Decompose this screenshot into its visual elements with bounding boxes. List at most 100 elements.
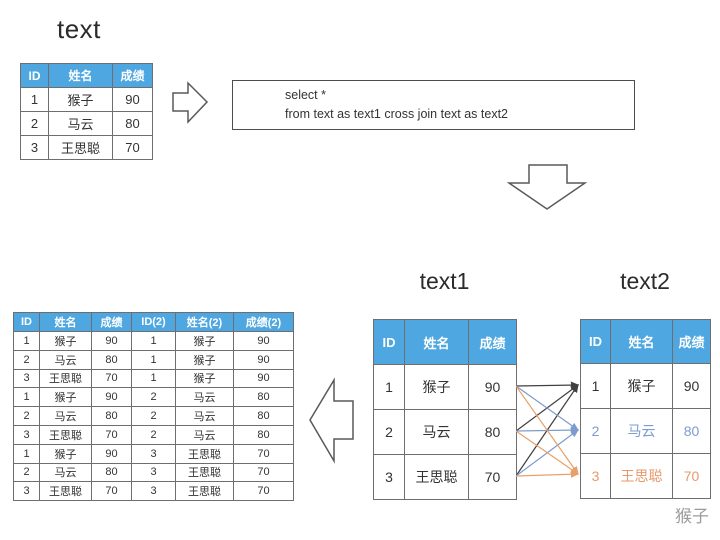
source-table-header-row: ID 姓名 成绩: [20, 63, 153, 88]
text2-table-title: text2: [620, 268, 670, 294]
cell: 1: [13, 443, 40, 464]
table-row: 3 王思聪 70: [20, 135, 153, 160]
cell: 2: [131, 387, 176, 408]
cell: 1: [13, 387, 40, 408]
cell: 王思聪: [404, 454, 469, 500]
cell: 2: [13, 406, 40, 426]
result-table-header-row: ID 姓名 成绩 ID(2) 姓名(2) 成绩(2): [13, 312, 294, 332]
cell: 70: [468, 454, 517, 500]
column-header-score: 成绩: [112, 63, 153, 88]
cell: 猴子: [48, 87, 113, 112]
watermark: 猴子: [675, 507, 709, 526]
table-row: 3 王思聪 70 3 王思聪 70: [13, 481, 294, 502]
column-header-name: 姓名: [610, 319, 673, 364]
cell: 80: [233, 424, 294, 445]
cell: 王思聪: [48, 135, 113, 160]
cell: 1: [373, 364, 405, 410]
cell: 2: [20, 111, 49, 136]
cell: 70: [91, 481, 132, 502]
cell: 90: [672, 363, 711, 409]
cell: 70: [233, 443, 294, 464]
cell: 70: [91, 424, 132, 445]
column-header-id: ID: [20, 63, 49, 88]
table-row: 1 猴子 90 1 猴子 90: [13, 331, 294, 351]
table-row: 1 猴子 90: [373, 364, 517, 410]
cell: 2: [13, 349, 40, 370]
column-header-score: 成绩: [468, 319, 517, 365]
text1-table-title: text1: [419, 268, 470, 294]
cell: 90: [468, 364, 517, 410]
cell: 王思聪: [39, 368, 92, 389]
cell: 80: [468, 409, 517, 455]
column-header-id: ID: [373, 319, 405, 365]
cell: 80: [91, 349, 132, 370]
cell: 3: [131, 443, 176, 464]
cell: 90: [91, 443, 132, 464]
cell: 80: [233, 387, 294, 408]
sql-statement-box: select * from text as text1 cross join t…: [232, 80, 635, 130]
source-table: ID 姓名 成绩 1 猴子 90 2 马云 80 3 王思聪 70: [20, 63, 153, 160]
cell: 90: [112, 87, 153, 112]
column-header-name: 姓名: [39, 312, 92, 332]
cell: 1: [20, 87, 49, 112]
cell: 70: [233, 481, 294, 502]
column-header-score: 成绩: [91, 312, 132, 332]
cell: 3: [13, 481, 40, 502]
column-header-id2: ID(2): [131, 312, 176, 332]
text2-table: ID 姓名 成绩 1 猴子 90 2 马云 80 3 王思聪 70: [580, 319, 711, 499]
arrow-down-icon: [507, 164, 587, 210]
cell: 猴子: [610, 363, 673, 409]
cell: 1: [131, 331, 176, 351]
cell: 马云: [39, 406, 92, 426]
cell: 70: [672, 453, 711, 499]
text1-table: ID 姓名 成绩 1 猴子 90 2 马云 80 3 王思聪 70: [373, 319, 517, 500]
table-row: 1 猴子 90: [20, 87, 153, 112]
cell: 2: [131, 406, 176, 426]
column-header-score2: 成绩(2): [233, 312, 294, 332]
cell: 3: [580, 453, 611, 499]
cell: 马云: [610, 408, 673, 454]
table-row: 3 王思聪 70: [580, 453, 711, 499]
text2-table-header-row: ID 姓名 成绩: [580, 319, 711, 364]
text1-table-header-row: ID 姓名 成绩: [373, 319, 517, 365]
column-header-score: 成绩: [672, 319, 711, 364]
column-header-name: 姓名: [404, 319, 469, 365]
cell: 2: [373, 409, 405, 455]
cell: 2: [131, 424, 176, 445]
cell: 90: [91, 387, 132, 408]
cell: 马云: [39, 349, 92, 370]
cell: 马云: [39, 462, 92, 483]
cell: 70: [112, 135, 153, 160]
cell: 3: [13, 368, 40, 389]
cell: 1: [580, 363, 611, 409]
cell: 马云: [175, 424, 234, 445]
column-header-id: ID: [13, 312, 40, 332]
table-row: 1 猴子 90 3 王思聪 70: [13, 443, 294, 464]
cell: 猴子: [39, 331, 92, 351]
result-table: ID 姓名 成绩 ID(2) 姓名(2) 成绩(2) 1 猴子 90 1 猴子 …: [13, 312, 294, 502]
cell: 王思聪: [39, 424, 92, 445]
arrow-left-icon: [309, 377, 354, 464]
table-row: 1 猴子 90: [580, 363, 711, 409]
cell: 马云: [175, 406, 234, 426]
cell: 王思聪: [39, 481, 92, 502]
cell: 王思聪: [610, 453, 673, 499]
sql-line-1: select *: [285, 88, 326, 102]
cell: 3: [373, 454, 405, 500]
cell: 马云: [404, 409, 469, 455]
cell: 1: [13, 331, 40, 351]
cell: 80: [91, 462, 132, 483]
table-row: 2 马云 80 1 猴子 90: [13, 349, 294, 370]
cell: 王思聪: [175, 462, 234, 483]
cell: 80: [112, 111, 153, 136]
cell: 90: [233, 331, 294, 351]
cell: 80: [233, 406, 294, 426]
cell: 1: [131, 368, 176, 389]
source-table-title: text: [57, 14, 101, 44]
cell: 1: [131, 349, 176, 370]
cell: 猴子: [404, 364, 469, 410]
cell: 2: [580, 408, 611, 454]
cell: 猴子: [175, 368, 234, 389]
table-row: 2 马云 80: [373, 409, 517, 455]
column-header-name: 姓名: [48, 63, 113, 88]
